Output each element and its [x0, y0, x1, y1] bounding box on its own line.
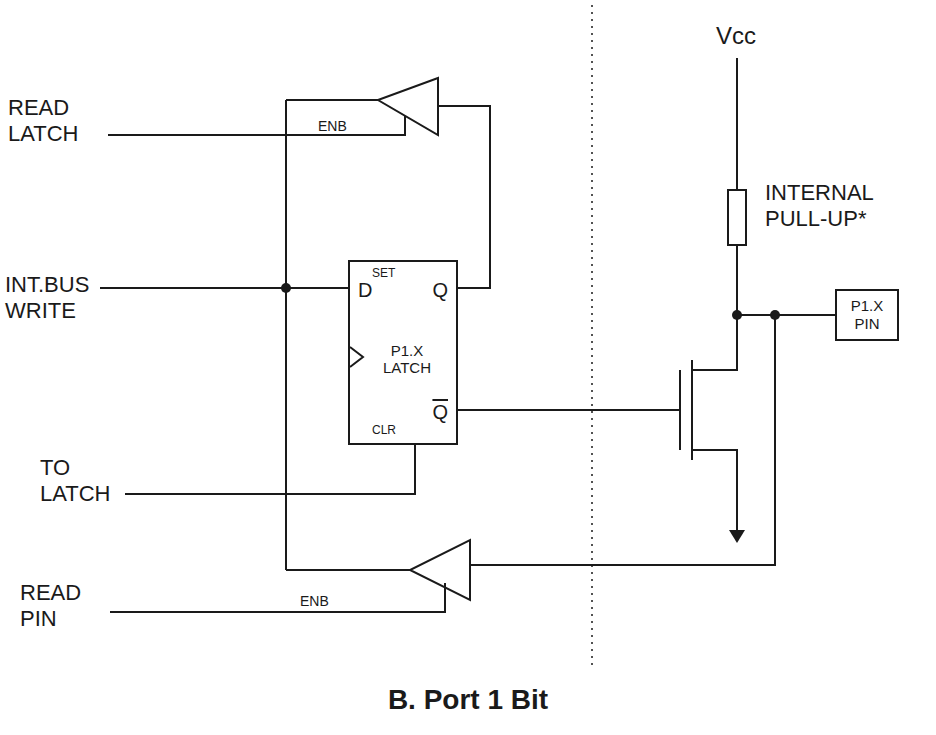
- signal-name: INT.BUS WRITE: [5, 272, 135, 325]
- signal-name: TO LATCH: [40, 455, 125, 508]
- q-output: Q: [432, 279, 448, 302]
- latch-box: SETD Q P1.X LATCH Q CLR: [348, 260, 458, 445]
- clr-input: CLR: [372, 424, 396, 438]
- component-label: INTERNAL PULL-UP*: [765, 180, 930, 233]
- pin-box: P1.X PIN: [835, 289, 899, 341]
- latch-name: P1.X LATCH: [372, 342, 442, 377]
- enable-label: ENB: [300, 593, 360, 610]
- signal-name: READ LATCH: [8, 95, 108, 148]
- pin-name: P1.X PIN: [843, 297, 891, 333]
- caption: B. Port 1 Bit: [0, 683, 936, 717]
- enable-label: ENB: [318, 118, 378, 135]
- supply-label: Vcc: [716, 22, 776, 51]
- signal-name: READ PIN: [20, 580, 105, 633]
- set-input: SET: [372, 267, 395, 281]
- qbar-output: Q: [432, 401, 448, 424]
- d-input: D: [358, 279, 372, 302]
